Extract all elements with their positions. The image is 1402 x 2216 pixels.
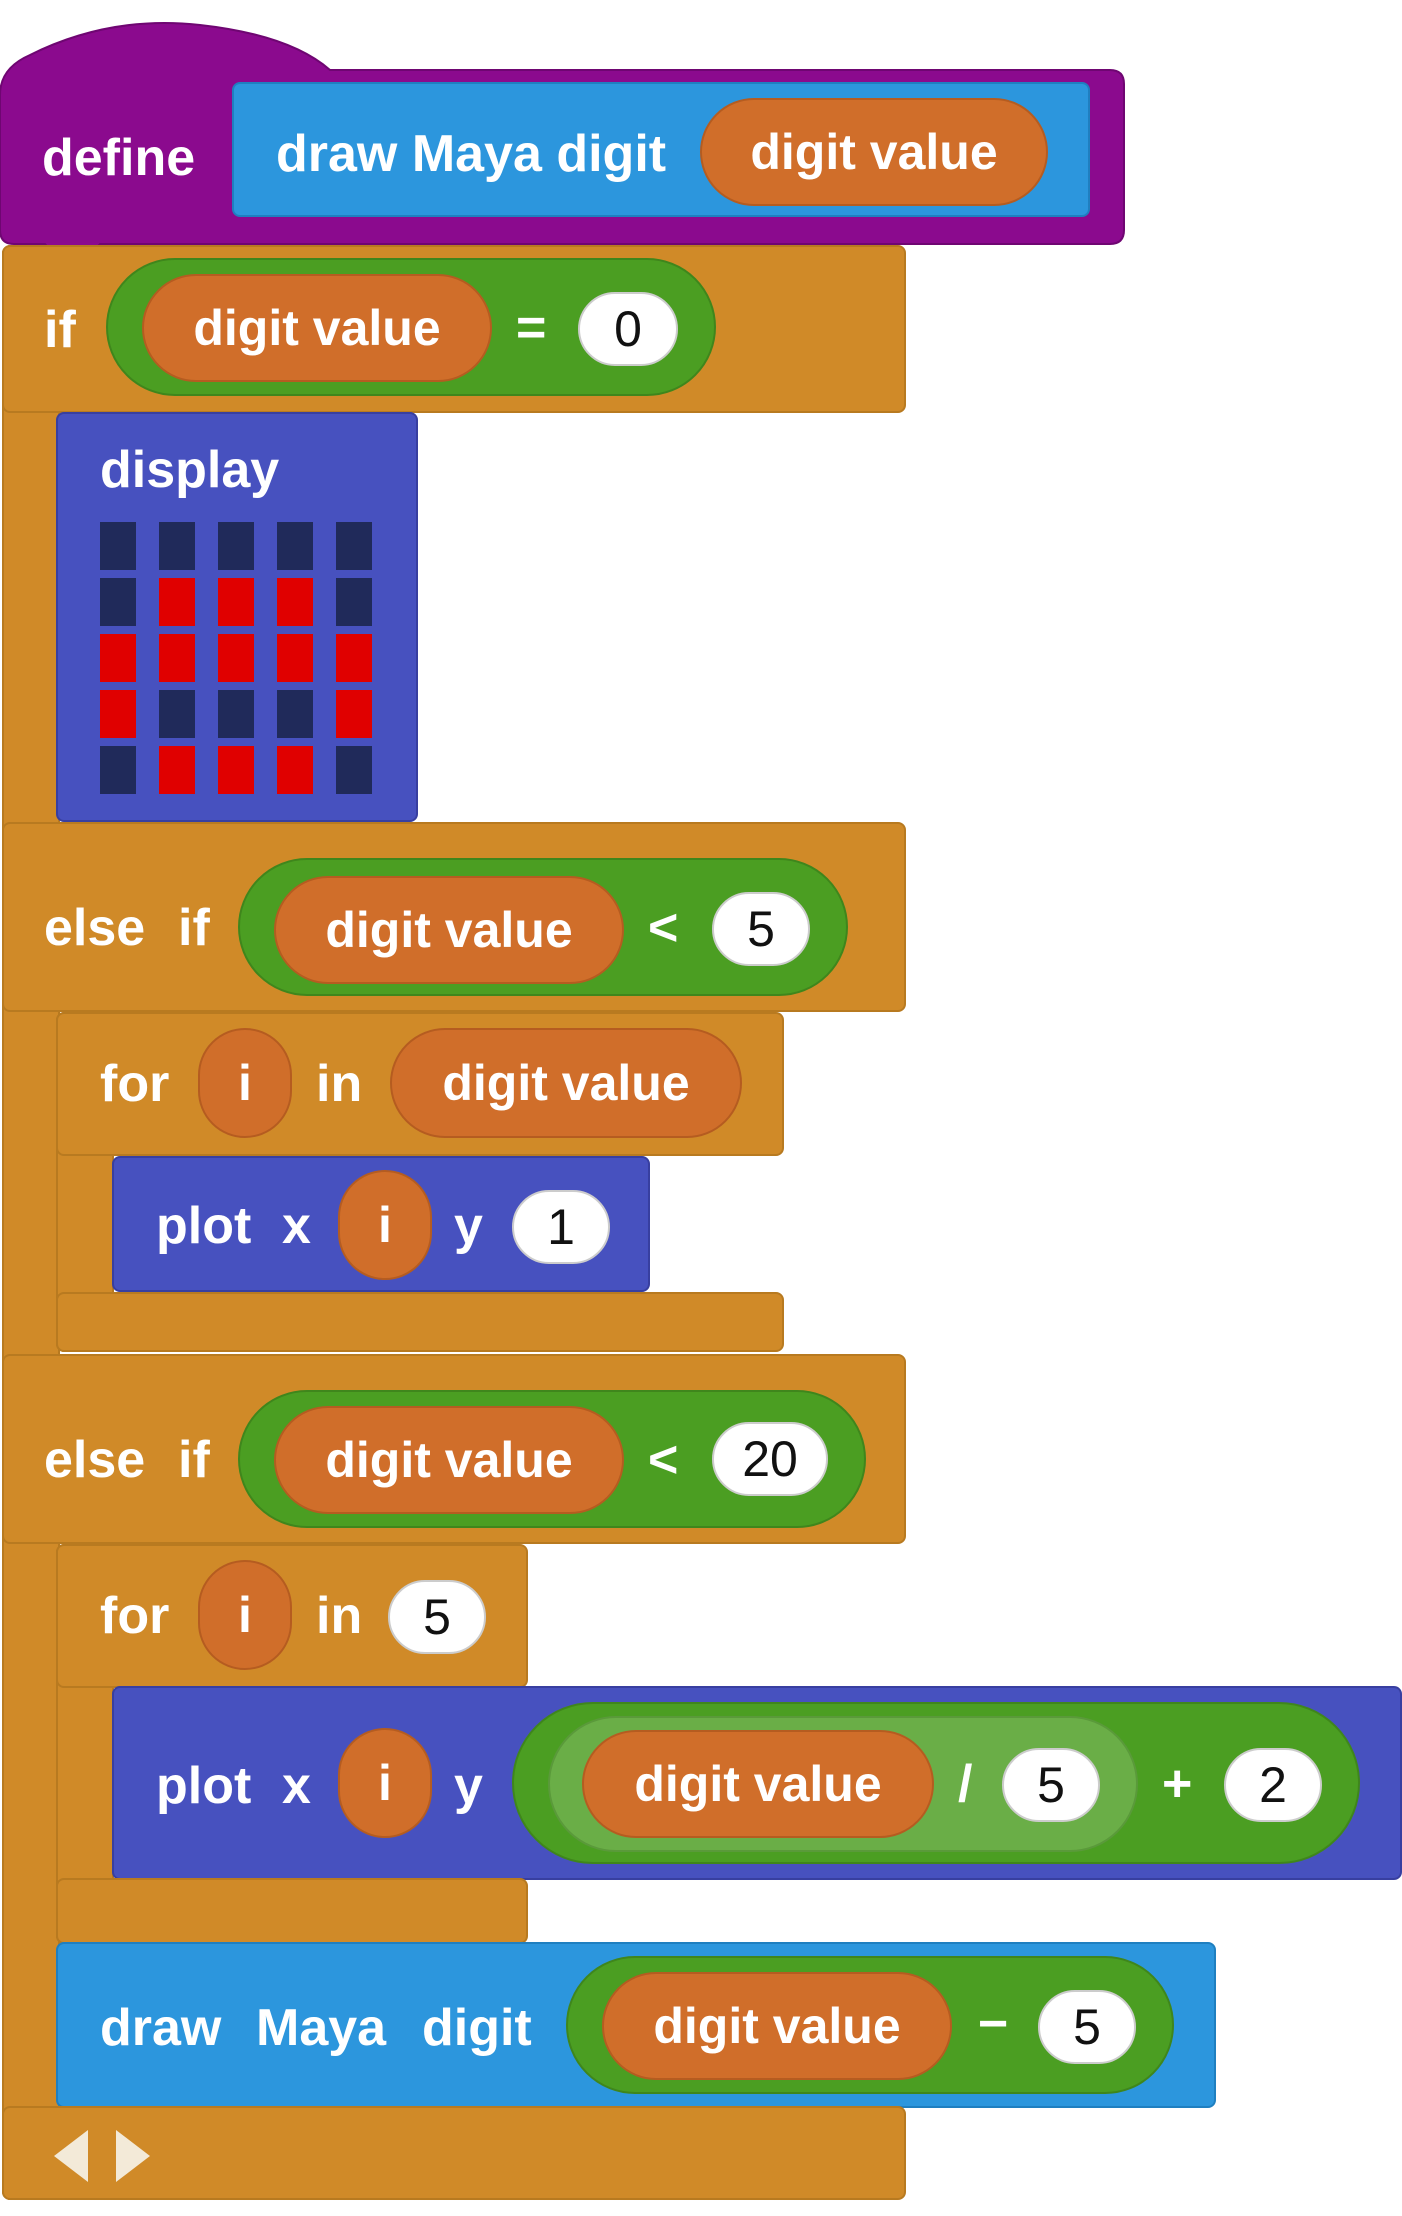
led-r1-c1[interactable] — [159, 578, 195, 626]
plot-2-divide-operator: / — [958, 1755, 973, 1813]
led-r1-c4[interactable] — [336, 578, 372, 626]
led-r3-c1[interactable] — [159, 690, 195, 738]
led-r0-c3[interactable] — [277, 522, 313, 570]
led-r2-c3[interactable] — [277, 634, 313, 682]
led-r3-c2[interactable] — [218, 690, 254, 738]
call-word-digit: digit — [422, 1999, 532, 2057]
call-arg-operator: − — [978, 1995, 1009, 2053]
in-keyword-2: in — [316, 1587, 363, 1645]
led-r0-c0[interactable] — [100, 522, 136, 570]
in-keyword-1: in — [316, 1055, 363, 1113]
for-keyword-1: for — [100, 1055, 170, 1113]
led-r4-c4[interactable] — [336, 746, 372, 794]
led-r4-c0[interactable] — [100, 746, 136, 794]
plot-label-2: plot — [156, 1757, 252, 1815]
else-if-2-condition-right[interactable]: 20 — [712, 1422, 828, 1496]
call-arg-left[interactable]: digit value — [602, 1972, 952, 2080]
plot-y-label-1: y — [454, 1197, 483, 1255]
signature-label: draw Maya digit — [276, 125, 667, 183]
arrow-left-icon[interactable] — [50, 2128, 92, 2184]
define-keyword: define — [42, 129, 196, 187]
plot-2-add-right[interactable]: 2 — [1224, 1748, 1322, 1822]
else-if-2-condition-left[interactable]: digit value — [274, 1406, 624, 1514]
plot-1-x-value[interactable]: i — [338, 1170, 432, 1280]
if-block-footer — [2, 2106, 906, 2200]
led-r3-c4[interactable] — [336, 690, 372, 738]
call-arg-right[interactable]: 5 — [1038, 1990, 1136, 2064]
led-r2-c0[interactable] — [100, 634, 136, 682]
led-r1-c3[interactable] — [277, 578, 313, 626]
for-loop-2-range[interactable]: 5 — [388, 1580, 486, 1654]
led-r1-c2[interactable] — [218, 578, 254, 626]
plot-2-divide-left[interactable]: digit value — [582, 1730, 934, 1838]
else-if-1-operator: < — [648, 899, 679, 957]
for-loop-1-var[interactable]: i — [198, 1028, 292, 1138]
plot-x-label-2: x — [282, 1757, 311, 1815]
led-r3-c3[interactable] — [277, 690, 313, 738]
led-r2-c1[interactable] — [159, 634, 195, 682]
for-loop-2-var[interactable]: i — [198, 1560, 292, 1670]
else-keyword-1: else — [44, 899, 146, 957]
else-if-1-condition-right[interactable]: 5 — [712, 892, 810, 966]
if-condition-left[interactable]: digit value — [142, 274, 492, 382]
if-condition-right[interactable]: 0 — [578, 292, 678, 366]
led-r3-c0[interactable] — [100, 690, 136, 738]
arrow-right-icon[interactable] — [112, 2128, 154, 2184]
led-r0-c4[interactable] — [336, 522, 372, 570]
led-r4-c2[interactable] — [218, 746, 254, 794]
led-r0-c2[interactable] — [218, 522, 254, 570]
plot-2-x-value[interactable]: i — [338, 1728, 432, 1838]
call-word-maya: Maya — [256, 1999, 387, 2057]
call-word-draw: draw — [100, 1999, 222, 2057]
define-param-digit-value[interactable]: digit value — [700, 98, 1048, 206]
plot-y-label-2: y — [454, 1757, 483, 1815]
if-keyword-1: if — [178, 899, 210, 957]
plot-2-divide-right[interactable]: 5 — [1002, 1748, 1100, 1822]
led-r1-c0[interactable] — [100, 578, 136, 626]
plot-label-1: plot — [156, 1197, 252, 1255]
if-condition-operator: = — [516, 299, 547, 357]
led-r4-c3[interactable] — [277, 746, 313, 794]
display-label: display — [100, 441, 280, 499]
if-keyword-2: if — [178, 1431, 210, 1489]
led-r0-c1[interactable] — [159, 522, 195, 570]
led-matrix[interactable] — [100, 522, 372, 794]
led-r2-c2[interactable] — [218, 634, 254, 682]
led-r4-c1[interactable] — [159, 746, 195, 794]
for-loop-2-footer — [56, 1878, 528, 1944]
for-loop-1-footer — [56, 1292, 784, 1352]
plot-2-add-operator: + — [1162, 1755, 1193, 1813]
plot-x-label-1: x — [282, 1197, 311, 1255]
plot-1-y-value[interactable]: 1 — [512, 1190, 610, 1264]
led-r2-c4[interactable] — [336, 634, 372, 682]
else-if-2-operator: < — [648, 1431, 679, 1489]
else-if-1-condition-left[interactable]: digit value — [274, 876, 624, 984]
else-keyword-2: else — [44, 1431, 146, 1489]
if-keyword: if — [44, 301, 76, 359]
for-loop-1-range[interactable]: digit value — [390, 1028, 742, 1138]
for-keyword-2: for — [100, 1587, 170, 1645]
if-block-spine — [2, 245, 60, 2200]
